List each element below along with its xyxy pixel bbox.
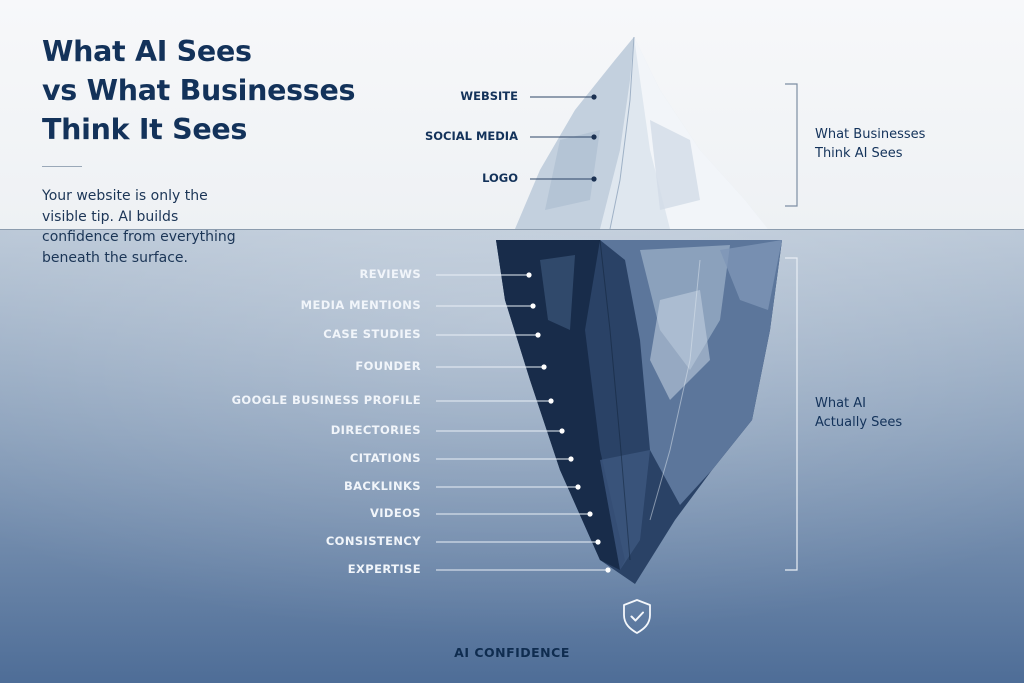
page-title: What AI Sees vs What Businesses Think It… [42,32,422,149]
subtitle-line: confidence from everything [42,229,236,245]
below-water-item-label: REVIEWS [359,267,421,281]
subtitle: Your website is only the visible tip. AI… [42,186,252,268]
below-water-item-label: CASE STUDIES [323,327,421,341]
subtitle-line: visible tip. AI builds [42,208,179,225]
below-water-item-label: DIRECTORIES [330,423,421,437]
subtitle-line: Your website is only the [42,188,208,204]
leader-lines [436,94,611,573]
above-water-item-leader-dot [591,134,597,140]
below-water-item-leader-dot [605,567,611,573]
below-water-item-label: FOUNDER [355,359,421,373]
below-water-item-leader-dot [595,539,601,545]
below-water-item-leader-dot [559,428,565,434]
below-water-item-label: CONSISTENCY [325,534,421,548]
below-water-item-label: BACKLINKS [343,479,421,493]
title-divider [42,166,82,167]
above-water-item-leader-dot [591,176,597,182]
confidence-label: AI CONFIDENCE [454,645,570,660]
above-water-item-label: SOCIAL MEDIA [424,129,518,143]
below-water-item-leader-dot [526,272,532,278]
below-water-item-leader-dot [541,364,547,370]
subtitle-line: beneath the surface. [42,249,188,266]
below-water-item-label: VIDEOS [369,506,421,520]
bracket-above [785,83,798,207]
below-water-item-leader-dot [568,456,574,462]
title-line: Think It Sees [42,113,248,146]
below-water-item-label: MEDIA MENTIONS [300,298,421,312]
title-line: vs What Businesses [42,74,356,107]
iceberg-underwater [496,239,782,584]
above-water-item-label: LOGO [482,171,518,185]
below-water-item-leader-dot [587,511,593,517]
iceberg-tip [515,36,768,230]
below-water-item-leader-dot [548,398,554,404]
above-water-item-leader-dot [591,94,597,100]
sky [0,0,1024,229]
bracket-label-above: What Businesses Think AI Sees [815,127,926,161]
below-water-item-label: GOOGLE BUSINESS PROFILE [231,393,421,407]
below-water-item-label: CITATIONS [349,451,421,465]
above-water-item-label: WEBSITE [460,89,518,103]
below-water-item-label: EXPERTISE [347,562,421,576]
below-water-item-leader-dot [535,332,541,338]
below-water-item-leader-dot [530,303,536,309]
shield-check-icon [623,599,651,634]
below-water-item-leader-dot [575,484,581,490]
title-line: What AI Sees [42,35,252,68]
bracket-below [785,257,798,571]
bracket-label-below: What AI Actually Sees [815,396,903,430]
